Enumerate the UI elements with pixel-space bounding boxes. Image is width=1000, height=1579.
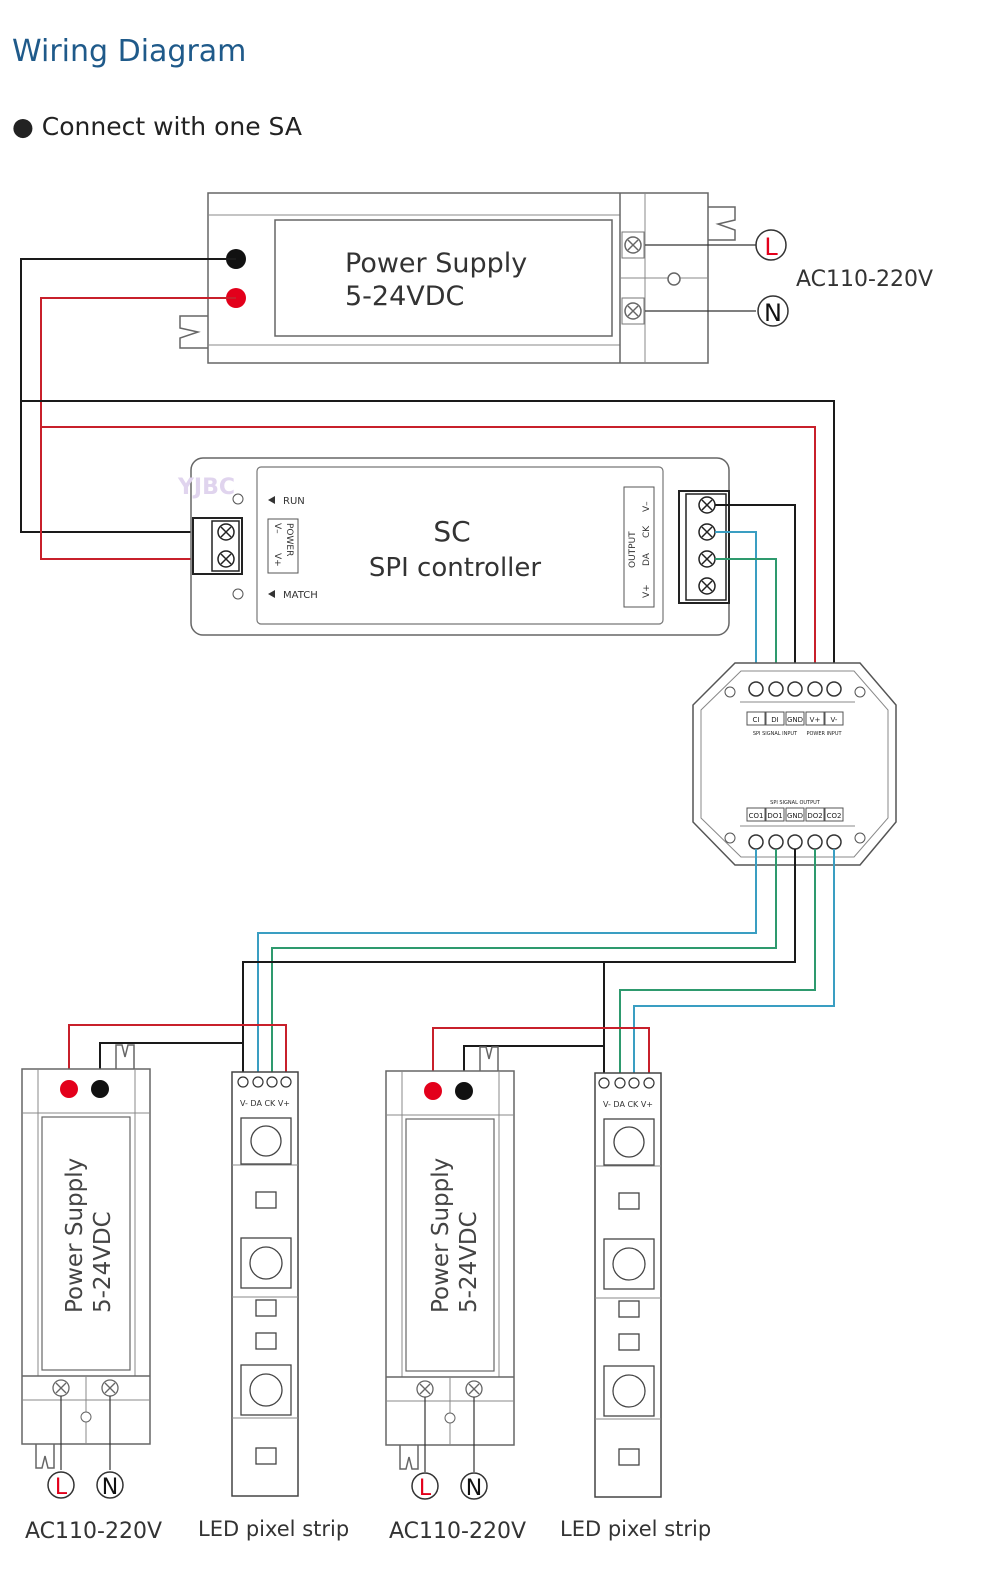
- bl-strip-pins: V- DA CK V+: [240, 1099, 290, 1108]
- sa-amplifier: CI DI GND V+ V- CO1 DO1 GND DO2 CO2 SPI …: [692, 662, 897, 866]
- amp-out-co2: CO2: [827, 812, 842, 820]
- subtitle-text: Connect with one SA: [41, 112, 302, 141]
- power-label: POWER: [284, 523, 294, 556]
- bottom-right-power-supply: Power Supply 5-24VDC: [385, 1046, 515, 1470]
- br-ac-label: AC110-220V: [389, 1519, 526, 1544]
- output-da-label: DA: [642, 552, 652, 566]
- amp-in-vplus: V+: [810, 716, 821, 724]
- controller-label-line2: SPI controller: [369, 553, 541, 583]
- bl-dc-positive-terminal: [60, 1080, 78, 1098]
- output-vminus-label: V–: [642, 501, 652, 512]
- wires-spi-output: [68, 849, 835, 1090]
- bl-dc-negative-terminal: [91, 1080, 109, 1098]
- bl-strip-label: LED pixel strip: [198, 1517, 349, 1541]
- controller-output-terminal-block: [678, 490, 730, 604]
- br-l-connector-icon: L: [411, 1472, 439, 1501]
- output-label: OUTPUT: [628, 531, 638, 568]
- controller-power-terminal-block: [192, 517, 243, 575]
- amp-in-vminus: V-: [831, 716, 838, 724]
- bottom-left-led-strip: V- DA CK V+: [231, 1071, 299, 1497]
- br-strip-label: LED pixel strip: [560, 1517, 711, 1541]
- sc-controller: YJBC RUN MATCH POWER V– V+ OUTPUT V– CK …: [177, 457, 730, 636]
- wires-power: [20, 258, 835, 680]
- amp-out-co1: CO1: [749, 812, 764, 820]
- top-ps-label-line1: Power Supply: [345, 248, 527, 279]
- br-n-connector-icon: N: [460, 1472, 488, 1501]
- spi-signal-input-label: SPI SIGNAL INPUT: [753, 731, 798, 737]
- amp-out-gnd: GND: [787, 812, 803, 820]
- output-vplus-label: V+: [642, 584, 652, 598]
- top-power-supply: Power Supply 5-24VDC: [179, 192, 736, 364]
- power-vplus-label: V+: [272, 553, 282, 567]
- amp-out-do1: DO1: [767, 812, 782, 820]
- bottom-right-led-strip: V- DA CK V+: [594, 1072, 662, 1498]
- bl-ac-label: AC110-220V: [25, 1519, 162, 1544]
- amp-in-ci: CI: [753, 716, 760, 724]
- br-l-label: L: [419, 1476, 432, 1501]
- diagram-subtitle: ● Connect with one SA: [12, 112, 302, 141]
- screw-terminal-n: [621, 297, 645, 325]
- br-n-label: N: [466, 1476, 482, 1501]
- run-indicator-label: RUN: [283, 496, 305, 507]
- br-dc-positive-terminal: [424, 1082, 442, 1100]
- br-strip-pins: V- DA CK V+: [603, 1100, 653, 1109]
- bl-n-label: N: [102, 1475, 118, 1500]
- amp-in-gnd: GND: [787, 716, 803, 724]
- output-ck-label: CK: [642, 525, 652, 538]
- power-vminus-label: V–: [272, 523, 282, 534]
- l-connector-icon: L: [755, 229, 787, 261]
- l-label: L: [764, 233, 778, 261]
- bl-l-label: L: [55, 1475, 68, 1500]
- top-ac-label: AC110-220V: [796, 267, 933, 292]
- br-ps-label-line2: 5-24VDC: [456, 1211, 482, 1313]
- bl-ps-label-line1: Power Supply: [62, 1158, 88, 1313]
- amp-out-do2: DO2: [807, 812, 822, 820]
- amp-in-di: DI: [771, 716, 778, 724]
- wires-spi-input: [715, 504, 796, 680]
- spi-signal-output-label: SPI SIGNAL OUTPUT: [770, 800, 821, 806]
- brand-logo: YJBC: [177, 475, 235, 500]
- screw-terminal-l: [621, 231, 645, 259]
- br-dc-negative-terminal: [455, 1082, 473, 1100]
- controller-label-line1: SC: [433, 515, 470, 548]
- bl-l-connector-icon: L: [47, 1471, 75, 1500]
- bl-ps-label-line2: 5-24VDC: [90, 1211, 116, 1313]
- n-connector-icon: N: [757, 295, 789, 327]
- top-ps-label-line2: 5-24VDC: [345, 281, 464, 312]
- page-title: Wiring Diagram: [12, 34, 247, 69]
- bottom-left-power-supply: Power Supply 5-24VDC: [21, 1044, 151, 1469]
- power-input-label: POWER INPUT: [806, 731, 842, 737]
- match-indicator-label: MATCH: [283, 590, 318, 601]
- bl-n-connector-icon: N: [96, 1471, 124, 1500]
- br-ps-label-line1: Power Supply: [428, 1158, 454, 1313]
- n-label: N: [764, 299, 782, 327]
